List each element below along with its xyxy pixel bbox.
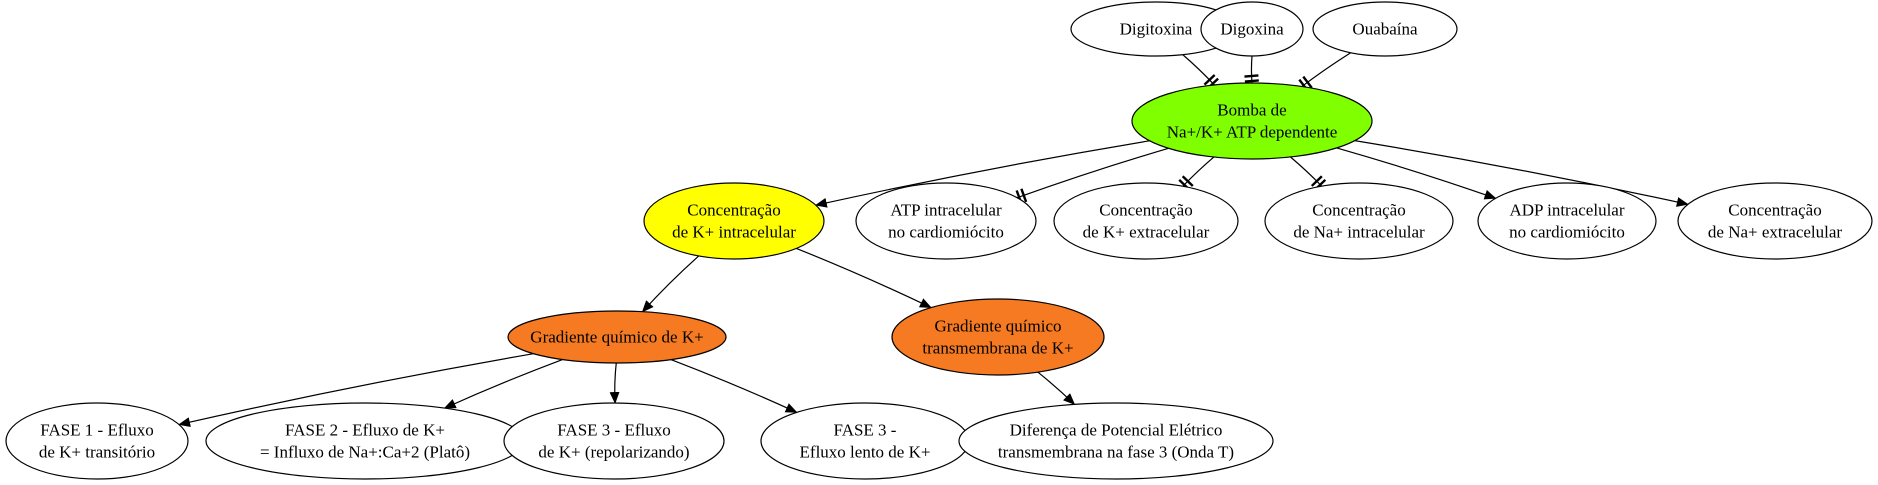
node-label-line: ATP intracelular [890, 201, 1002, 220]
node-fase2: FASE 2 - Efluxo de K+ = Influxo de Na+:Ca… [205, 402, 525, 480]
node-ddp: Diferença de Potencial Elétrico transmemb… [958, 402, 1274, 480]
node-ouabaina: Ouabaína [1312, 1, 1458, 57]
node-label-line: = Influxo de Na+:Ca+2 (Platô) [260, 443, 470, 462]
edge-digitoxina-to-bomba [1182, 54, 1219, 90]
edge-bomba-to-conc-k-intra [814, 140, 1150, 208]
inhibition-bar [1244, 79, 1259, 83]
node-ellipse [1312, 1, 1458, 57]
node-label-line: Bomba de [1217, 101, 1286, 120]
edge-grad-quimico-to-fase1 [178, 353, 534, 428]
inhibition-bar [1181, 175, 1194, 187]
node-ellipse [1053, 182, 1239, 260]
node-label-line: Concentração [1728, 201, 1821, 220]
node-digoxina: Digoxina [1200, 1, 1304, 57]
node-atp-intra: ATP intracelular no cardiomiócito [855, 182, 1037, 260]
edge-grad-quimico-to-fase3b [670, 359, 798, 413]
node-label-line: de K+ extracelular [1083, 223, 1210, 242]
inhibition-bar [1310, 175, 1323, 187]
node-label-line: Efluxo lento de K+ [800, 443, 931, 462]
node-label-line: de Na+ extracelular [1708, 223, 1843, 242]
edge-bomba-to-conc-na-extra [1354, 140, 1689, 207]
edge-bomba-to-conc-na-intra [1290, 156, 1327, 191]
node-label-line: FASE 3 - [834, 421, 897, 440]
edge-grad-quimico-to-fase2 [443, 358, 563, 409]
node-ellipse [1131, 82, 1373, 160]
node-grad-transmembrana: Gradiente químico transmembrana de K+ [891, 298, 1105, 376]
node-label-line: ADP intracelular [1509, 201, 1624, 220]
edge-bomba-to-conc-k-extra [1178, 156, 1215, 191]
node-label-line: FASE 3 - Efluxo [557, 421, 671, 440]
node-ellipse [507, 310, 727, 364]
node-ellipse [958, 402, 1274, 480]
node-label-line: Diferença de Potencial Elétrico [1010, 421, 1223, 440]
inhibition-bar [1302, 75, 1313, 89]
node-ellipse [891, 298, 1105, 376]
node-label-line: Concentração [1099, 201, 1192, 220]
node-label-line: de K+ transitório [39, 443, 155, 462]
edge-conc-k-intra-to-grad-transmembrana [796, 247, 932, 309]
node-label-line: Gradiente químico [935, 317, 1062, 336]
edge-ouabaina-to-bomba [1298, 52, 1352, 92]
node-bomba: Bomba de Na+/K+ ATP dependente [1131, 82, 1373, 160]
node-label-line: transmembrana de K+ [922, 339, 1073, 358]
node-adp-intra: ADP intracelular no cardiomiócito [1477, 182, 1657, 260]
node-ellipse [205, 402, 525, 480]
node-label-line: de K+ intracelular [672, 223, 796, 242]
node-conc-na-intra: Concentração de Na+ intracelular [1264, 182, 1454, 260]
node-ellipse [1264, 182, 1454, 260]
node-fase3a: FASE 3 - Efluxo de K+ (repolarizando) [503, 402, 725, 480]
edge-conc-k-intra-to-grad-quimico [641, 255, 700, 313]
node-label-line: Digitoxina [1120, 20, 1193, 39]
node-fase1: FASE 1 - Efluxo de K+ transitório [5, 402, 189, 480]
node-fase3b: FASE 3 - Efluxo lento de K+ [760, 402, 970, 480]
node-conc-k-intra: Concentração de K+ intracelular [643, 182, 825, 260]
node-ellipse [5, 402, 189, 480]
edges-layer [178, 52, 1689, 428]
node-label-line: no cardiomiócito [888, 223, 1004, 242]
node-label-line: Concentração [1312, 201, 1405, 220]
node-ellipse [1200, 1, 1304, 57]
inhibition-bar [1244, 74, 1259, 78]
node-ellipse [1477, 182, 1657, 260]
node-label-line: Digoxina [1220, 20, 1284, 39]
node-ellipse [503, 402, 725, 480]
node-grad-quimico: Gradiente químico de K+ [507, 310, 727, 364]
edge-bomba-to-adp-intra [1336, 147, 1497, 200]
edge-grad-transmembrana-to-ddp [1037, 371, 1076, 406]
node-label-line: Ouabaína [1352, 20, 1418, 39]
node-ellipse [760, 402, 970, 480]
node-ellipse [1677, 182, 1873, 260]
node-label-line: de K+ (repolarizando) [538, 443, 689, 462]
node-ellipse [855, 182, 1037, 260]
inhibition-bar [1203, 74, 1216, 86]
node-label-line: no cardiomiócito [1509, 223, 1625, 242]
inhibition-bar [1020, 188, 1028, 203]
node-conc-k-extra: Concentração de K+ extracelular [1053, 182, 1239, 260]
node-ellipse [643, 182, 825, 260]
node-label-line: de Na+ intracelular [1293, 223, 1425, 242]
edge-grad-quimico-to-fase3a [609, 362, 620, 405]
node-label-line: transmembrana na fase 3 (Onda T) [998, 443, 1234, 462]
node-conc-na-extra: Concentração de Na+ extracelular [1677, 182, 1873, 260]
edge-digoxina-to-bomba [1244, 55, 1259, 84]
node-label-line: Concentração [687, 201, 780, 220]
node-label-line: Gradiente químico de K+ [530, 328, 703, 347]
node-label-line: FASE 2 - Efluxo de K+ [285, 421, 445, 440]
node-label-line: Na+/K+ ATP dependente [1167, 123, 1338, 142]
node-label-line: FASE 1 - Efluxo [40, 421, 154, 440]
